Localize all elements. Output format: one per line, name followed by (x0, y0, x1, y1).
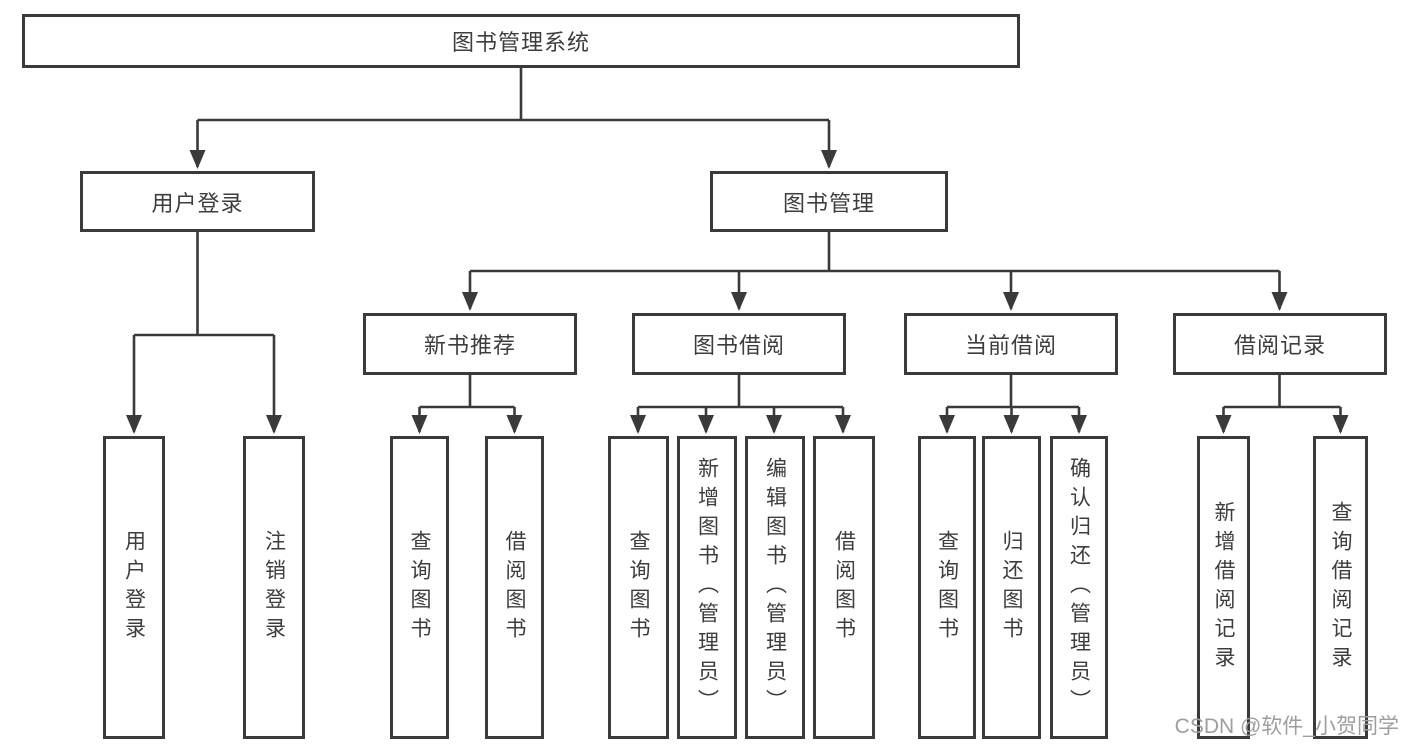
node-book-borrow: 图书借阅 (632, 313, 846, 375)
leaf-return-book: 归还图书 (982, 436, 1041, 739)
connector-book-management-children (462, 232, 1288, 311)
csdn-watermark: CSDN @软件_小贺同学 (1174, 715, 1399, 738)
node-label: 图书管理系统 (451, 30, 590, 55)
connector-user-login-children (126, 232, 282, 434)
connector-book-borrow-children (630, 375, 851, 434)
connector-borrow-records-children (1215, 375, 1349, 434)
node-label: 借阅图书 (503, 529, 526, 646)
leaf-user-login: 用户登录 (103, 436, 165, 739)
node-label: 查询借阅记录 (1329, 500, 1352, 675)
leaf-query-books-borrow: 查询图书 (608, 436, 669, 739)
node-label: 注销登录 (262, 529, 286, 646)
leaf-query-books-current: 查询图书 (918, 436, 976, 739)
node-label: 用户登录 (122, 529, 146, 646)
node-label: 借阅图书 (832, 529, 856, 646)
leaf-borrow-books: 借阅图书 (813, 436, 875, 739)
node-label: 编辑图书（管理员） (763, 457, 787, 718)
node-label: 确认归还（管理员） (1067, 457, 1091, 718)
connector-root-to-level2 (189, 68, 837, 169)
node-label: 新增借阅记录 (1212, 500, 1235, 675)
node-label: 查询图书 (627, 529, 650, 646)
leaf-logout: 注销登录 (243, 436, 305, 739)
leaf-borrow-books-recommend: 借阅图书 (485, 436, 544, 739)
node-label: 当前借阅 (964, 333, 1057, 358)
leaf-query-books-recommend: 查询图书 (390, 436, 449, 739)
node-label: 查询图书 (935, 529, 959, 646)
node-book-management: 图书管理 (710, 171, 948, 232)
node-label: 新书推荐 (423, 333, 516, 358)
node-borrow-records: 借阅记录 (1173, 313, 1387, 375)
node-label: 借阅记录 (1233, 333, 1326, 358)
node-label: 新增图书（管理员） (695, 457, 719, 718)
node-label: 查询图书 (408, 529, 431, 646)
node-label: 图书管理 (782, 190, 875, 216)
node-user-login: 用户登录 (80, 171, 315, 232)
leaf-add-borrow-record: 新增借阅记录 (1197, 436, 1250, 739)
leaf-edit-book-admin: 编辑图书（管理员） (745, 436, 805, 739)
leaf-query-borrow-record: 查询借阅记录 (1313, 436, 1368, 739)
node-current-borrow: 当前借阅 (904, 313, 1118, 375)
node-root: 图书管理系统 (22, 14, 1020, 68)
node-label: 用户登录 (151, 190, 244, 216)
leaf-add-book-admin: 新增图书（管理员） (677, 436, 737, 739)
node-label: 归还图书 (1000, 529, 1023, 646)
connector-current-borrow-children (939, 375, 1087, 434)
connector-new-book-recommend-children (411, 375, 523, 434)
leaf-confirm-return-admin: 确认归还（管理员） (1050, 436, 1108, 739)
node-label: 图书借阅 (692, 333, 785, 358)
node-new-book-recommend: 新书推荐 (363, 313, 577, 375)
